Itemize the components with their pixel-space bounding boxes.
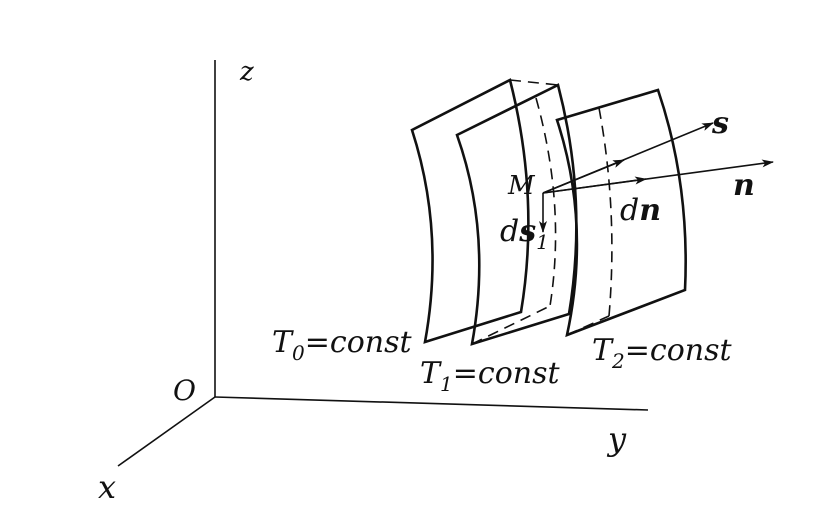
surface-t2-hidden-lines xyxy=(566,107,613,336)
surface-t1-hidden-lines xyxy=(471,79,559,345)
surface-t0-front xyxy=(410,78,530,344)
vector-s-label: s xyxy=(711,106,729,141)
surface-t2-front xyxy=(555,88,687,338)
surface-t1-label: T1=const xyxy=(420,356,560,396)
surface-t1 xyxy=(455,83,578,346)
z-axis-label: z xyxy=(239,57,254,87)
vector-n-label: n xyxy=(733,168,755,203)
surface-t2 xyxy=(555,88,687,338)
y-axis-label: y xyxy=(606,420,627,458)
surface-t0 xyxy=(410,78,530,344)
point-m-label: M xyxy=(507,171,536,201)
x-axis-label: x xyxy=(98,468,116,506)
vector-ds1-label: ds1 xyxy=(500,214,549,254)
vector-dn-label: dn xyxy=(620,193,661,228)
surface-t2-label: T2=const xyxy=(592,333,732,373)
y-axis xyxy=(214,396,649,411)
coordinate-axes xyxy=(117,60,649,467)
vector-dn xyxy=(542,176,647,194)
surface-t1-front xyxy=(455,83,578,346)
vector-ds-projection xyxy=(542,159,625,194)
surface-t0-label: T0=const xyxy=(272,325,412,365)
x-axis xyxy=(117,396,216,467)
vectors xyxy=(539,122,774,233)
origin-label: O xyxy=(173,374,196,407)
